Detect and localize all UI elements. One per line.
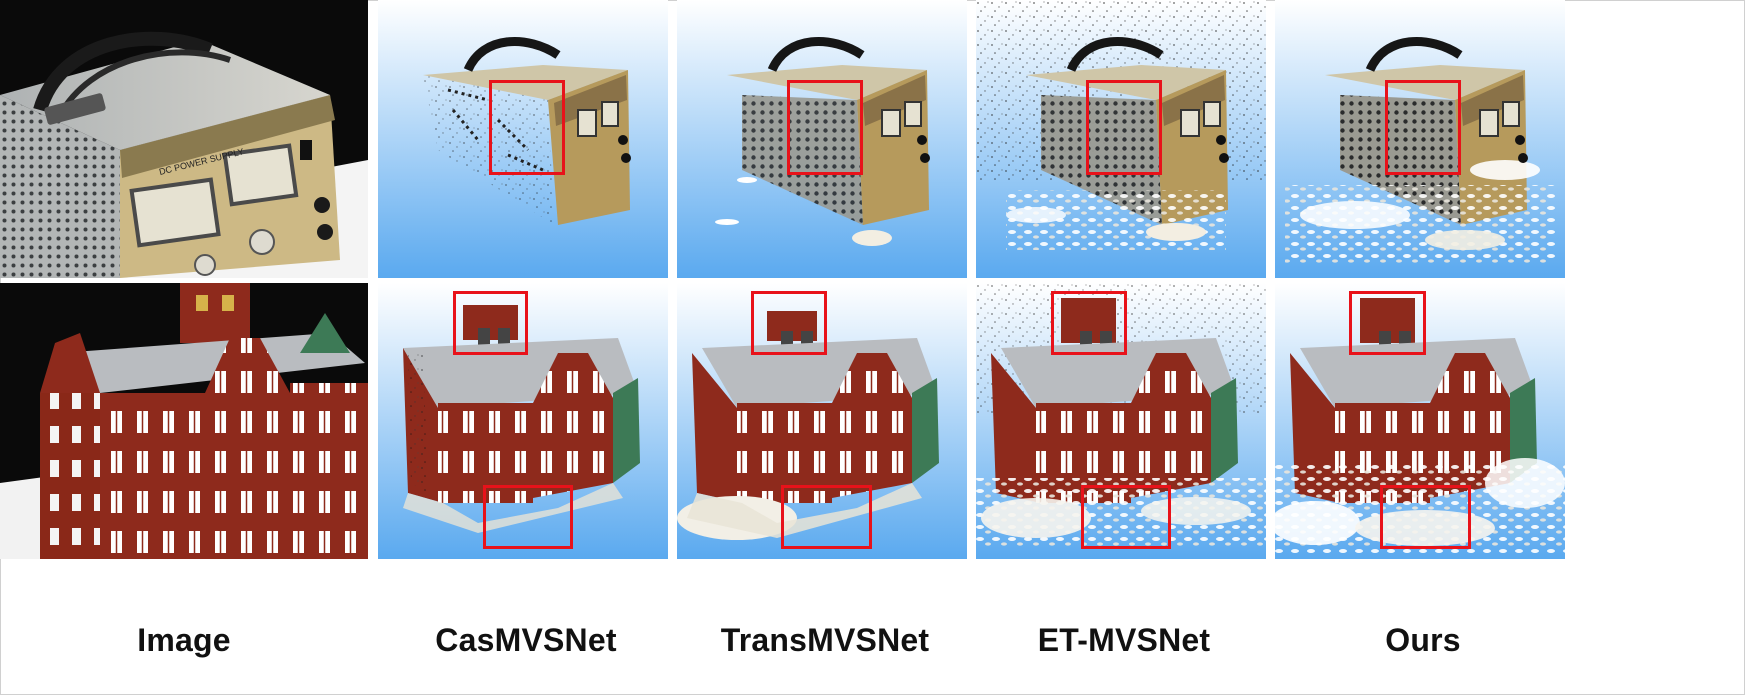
highlight-box: [489, 80, 565, 175]
reconstruction-ours-power-supply: [1275, 0, 1565, 278]
reconstruction-etmvsnet-power-supply: [976, 0, 1266, 278]
reconstruction-casmvsnet-power-supply: [378, 0, 668, 278]
highlight-box: [483, 485, 573, 549]
reconstruction-transmvsnet-building: [677, 283, 967, 559]
caption-transmvsnet: TransMVSNet: [720, 622, 930, 658]
highlight-box: [1349, 291, 1426, 355]
highlight-box: [1086, 80, 1162, 175]
highlight-box: [787, 80, 863, 175]
caption-casmvsnet: CasMVSNet: [435, 622, 617, 658]
photo-power-supply: DC POWER SUPPLY: [0, 0, 368, 278]
highlight-box: [1380, 485, 1471, 549]
highlight-box: [1051, 291, 1127, 355]
highlight-box: [1385, 80, 1461, 175]
highlight-box: [751, 291, 827, 355]
highlight-box: [453, 291, 528, 355]
caption-image: Image: [137, 622, 231, 658]
caption-ours: Ours: [1385, 622, 1461, 658]
reconstruction-transmvsnet-power-supply: [677, 0, 967, 278]
highlight-box: [1081, 485, 1171, 549]
reconstruction-ours-building: [1275, 283, 1565, 559]
caption-etmvsnet: ET-MVSNet: [1037, 622, 1211, 658]
reconstruction-casmvsnet-building: [378, 283, 668, 559]
reconstruction-etmvsnet-building: [976, 283, 1266, 559]
highlight-box: [781, 485, 872, 549]
photo-building: [0, 283, 368, 559]
